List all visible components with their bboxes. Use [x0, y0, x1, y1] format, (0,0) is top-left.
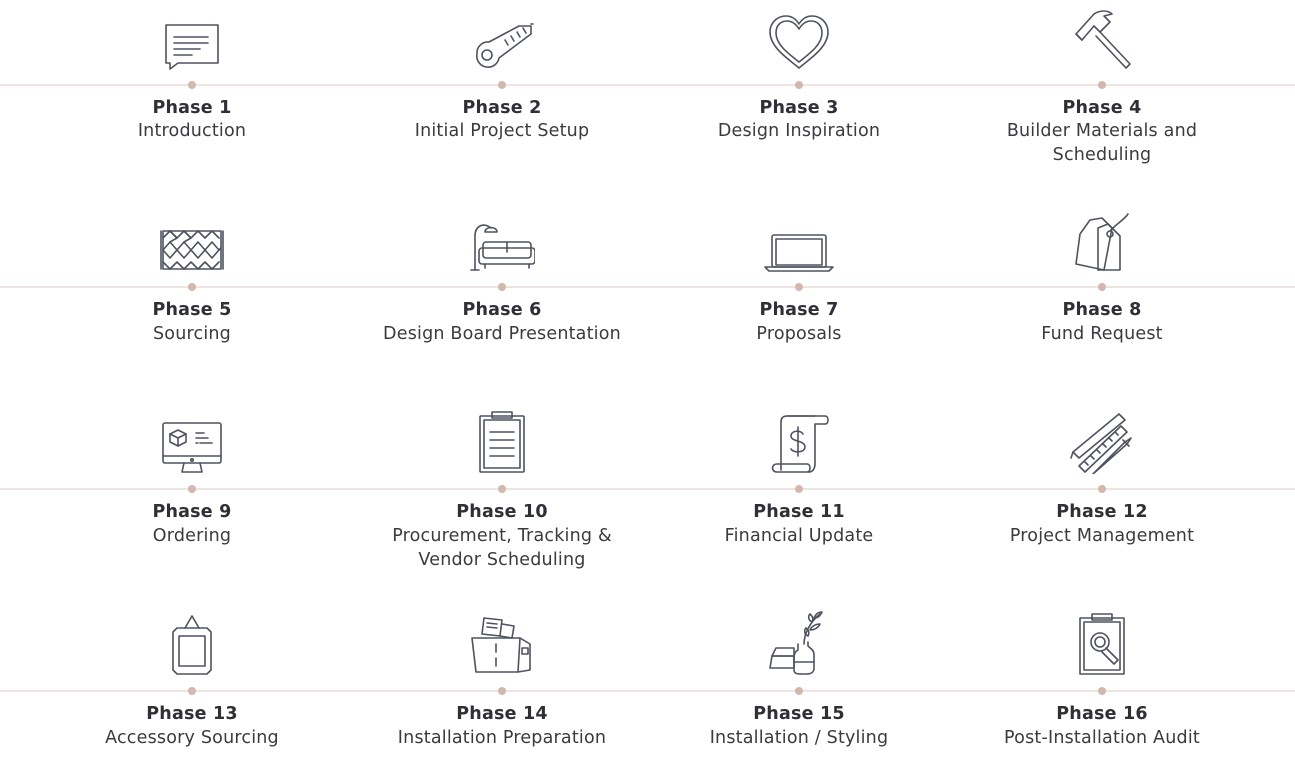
phase-label: Installation / Styling	[709, 728, 889, 748]
phase-label: Installation Preparation	[397, 728, 607, 748]
phase-label: Fund Request	[1041, 324, 1163, 344]
timeline-dot	[795, 687, 803, 695]
timeline-dot	[188, 283, 196, 291]
phase-label: Builder Materials and Scheduling	[1006, 121, 1198, 165]
chat-bubble-icon	[152, 2, 232, 70]
sofa-lamp-icon	[462, 204, 542, 272]
timeline-dot	[498, 485, 506, 493]
phase-title: Phase 11	[753, 502, 845, 522]
phase-title: Phase 5	[152, 300, 232, 320]
phase-label: Proposals	[756, 324, 842, 344]
timeline-dot	[188, 687, 196, 695]
timeline-dot	[498, 687, 506, 695]
phase-title: Phase 15	[753, 704, 845, 724]
timeline-line-row-2	[0, 286, 1295, 288]
timeline-dot	[1098, 687, 1106, 695]
phase-title: Phase 9	[152, 502, 232, 522]
phase-title: Phase 2	[462, 98, 542, 118]
phase-title: Phase 12	[1056, 502, 1148, 522]
phase-label: Accessory Sourcing	[105, 728, 279, 748]
price-tag-icon	[1062, 204, 1142, 272]
phase-title: Phase 13	[146, 704, 238, 724]
timeline-dot	[795, 283, 803, 291]
timeline-dot	[498, 81, 506, 89]
phase-title: Phase 6	[462, 300, 542, 320]
phase-label: Procurement, Tracking & Vendor Schedulin…	[392, 526, 612, 570]
phase-label: Project Management	[1009, 526, 1195, 546]
phase-label: Ordering	[152, 526, 232, 546]
phase-label: Design Inspiration	[717, 121, 881, 141]
timeline-dot	[795, 81, 803, 89]
phase-title: Phase 3	[759, 98, 839, 118]
timeline-line-row-3	[0, 488, 1295, 490]
timeline-dot	[498, 283, 506, 291]
tape-measure-icon	[462, 2, 542, 70]
clipboard-magnifier-icon	[1062, 608, 1142, 676]
phase-title: Phase 10	[456, 502, 548, 522]
shopping-bag-icon	[462, 608, 542, 676]
timeline-dot	[1098, 283, 1106, 291]
phase-title: Phase 8	[1062, 300, 1142, 320]
phase-title: Phase 14	[456, 704, 548, 724]
phase-title: Phase 4	[1062, 98, 1142, 118]
phase-title: Phase 16	[1056, 704, 1148, 724]
hammer-icon	[1062, 2, 1142, 70]
laptop-icon	[759, 204, 839, 272]
vase-books-icon	[759, 608, 839, 676]
dollar-scroll-icon	[759, 406, 839, 474]
timeline-dot	[188, 81, 196, 89]
timeline-line-row-1	[0, 84, 1295, 86]
phase-label: Financial Update	[724, 526, 874, 546]
phase-title: Phase 7	[759, 300, 839, 320]
pencil-ruler-icon	[1062, 406, 1142, 474]
timeline-line-row-4	[0, 690, 1295, 692]
timeline-dot	[1098, 81, 1106, 89]
phase-title: Phase 1	[152, 98, 232, 118]
monitor-box-icon	[152, 406, 232, 474]
phase-label: Post-Installation Audit	[1004, 728, 1200, 748]
rug-icon	[152, 204, 232, 272]
timeline-dot	[188, 485, 196, 493]
timeline-dot	[795, 485, 803, 493]
phase-label: Initial Project Setup	[414, 121, 590, 141]
phase-label: Introduction	[137, 121, 247, 141]
phase-label: Sourcing	[152, 324, 231, 344]
phase-label: Design Board Presentation	[383, 324, 621, 344]
picture-frame-icon	[152, 608, 232, 676]
timeline-dot	[1098, 485, 1106, 493]
heart-icon	[759, 2, 839, 70]
clipboard-icon	[462, 406, 542, 474]
